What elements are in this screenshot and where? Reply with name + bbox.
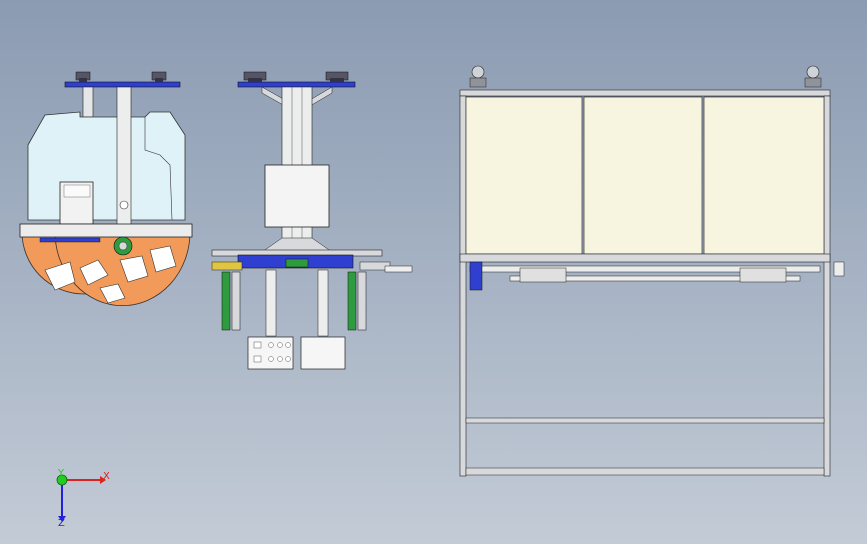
front-view[interactable] — [211, 71, 413, 370]
rear-view[interactable] — [459, 65, 845, 477]
io-panel — [247, 336, 294, 370]
lifting-eye-left — [469, 65, 487, 88]
suction-cup-right — [325, 71, 349, 82]
suction-bar — [64, 81, 181, 88]
base-plate — [19, 223, 193, 238]
panel-center — [583, 96, 703, 255]
suction-cup-left — [75, 71, 91, 82]
axis-triad: X Y Z — [56, 468, 110, 529]
suction-bar — [237, 81, 356, 88]
z-axis-label: Z — [58, 518, 65, 529]
x-axis-label: X — [103, 471, 110, 482]
control-box — [264, 164, 330, 228]
y-axis-dot — [56, 474, 68, 486]
lifting-eye-right — [804, 65, 822, 88]
panel-left — [465, 96, 583, 255]
post-left — [82, 86, 94, 118]
junction-box — [300, 336, 346, 370]
panel-right — [703, 96, 825, 255]
robot-enclosure — [27, 111, 186, 221]
y-axis-label: Y — [57, 468, 65, 479]
suction-cup-right — [151, 71, 167, 82]
suction-cup-left — [243, 71, 267, 82]
side-view[interactable] — [19, 71, 193, 306]
drive-wheel — [21, 231, 191, 306]
